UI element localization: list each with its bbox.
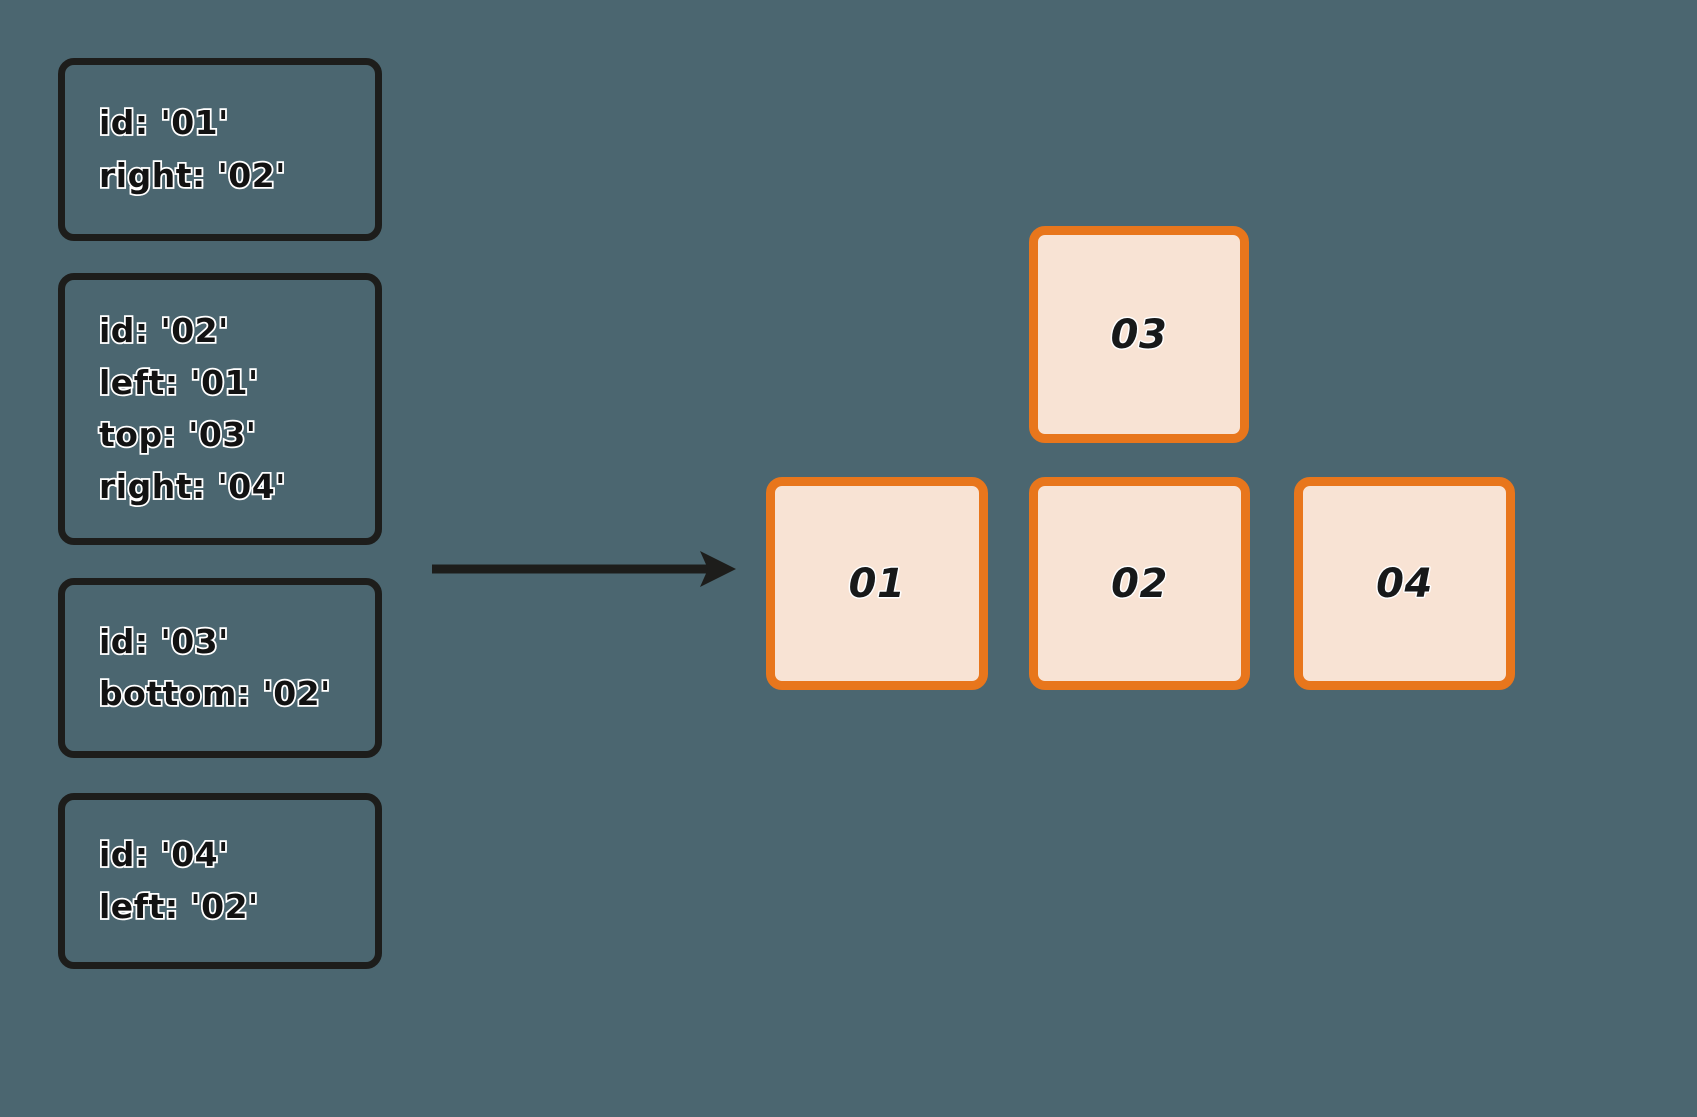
tile-label: 02: [1111, 560, 1168, 607]
spec-line: bottom: '02': [97, 672, 332, 715]
spec-line: id: '02': [97, 309, 230, 352]
spec-line: id: '01': [97, 102, 230, 145]
spec-line: left: '02': [97, 885, 260, 928]
spec-box-03: id: '03' bottom: '02': [58, 578, 382, 758]
tile-label: 04: [1376, 560, 1433, 607]
spec-line: right: '02': [97, 154, 287, 197]
layout-tile-03[interactable]: 03: [1029, 226, 1249, 443]
layout-tile-02[interactable]: 02: [1029, 477, 1250, 690]
spec-line: id: '03': [97, 620, 230, 663]
spec-line: left: '01': [97, 361, 260, 404]
spec-box-04: id: '04' left: '02': [58, 793, 382, 969]
spec-line: top: '03': [97, 413, 257, 456]
arrow-right-icon: [432, 551, 736, 587]
spec-line: id: '04': [97, 833, 230, 876]
spec-line: right: '04': [97, 465, 287, 508]
layout-tile-01[interactable]: 01: [766, 477, 988, 690]
spec-box-01: id: '01' right: '02': [58, 58, 382, 241]
spec-box-02: id: '02' left: '01' top: '03' right: '04…: [58, 273, 382, 545]
layout-tile-04[interactable]: 04: [1294, 477, 1515, 690]
tile-label: 01: [848, 560, 906, 607]
tile-label: 03: [1110, 311, 1168, 358]
